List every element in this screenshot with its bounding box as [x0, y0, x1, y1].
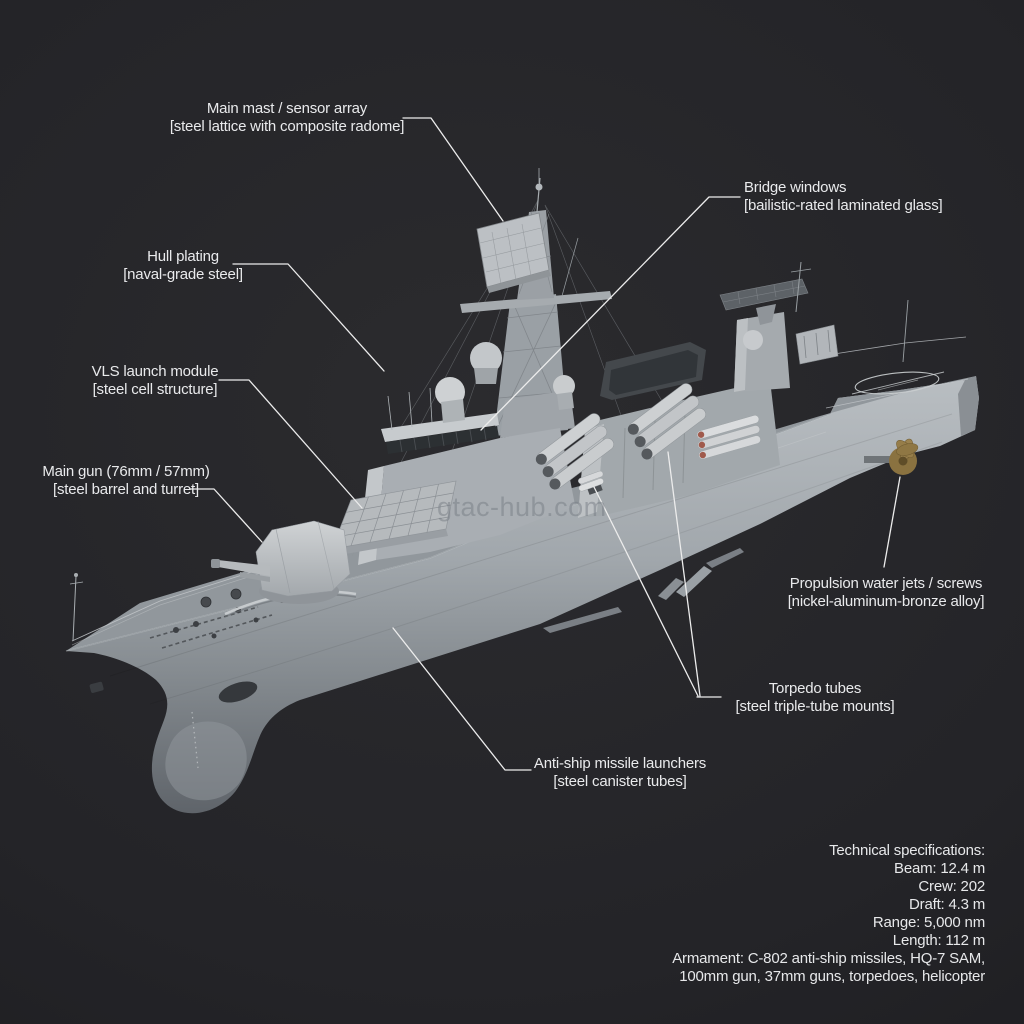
hull-side	[66, 376, 979, 814]
watermark: gtac-hub.com	[437, 492, 607, 522]
jackstaff	[69, 573, 84, 642]
bridge-window-mullions	[399, 427, 487, 453]
stabilizer-fin	[676, 566, 712, 597]
turret-facet	[275, 528, 291, 594]
callout-title: Bridge windows	[744, 179, 847, 196]
radar-panel	[476, 212, 551, 293]
leader-lines	[189, 117, 901, 771]
satcom-dome	[435, 377, 465, 407]
gun-muzzle	[211, 559, 220, 568]
leader-vls	[218, 379, 363, 509]
technical-specifications: Technical specifications: Beam: 12.4 m C…	[672, 842, 985, 986]
callout-anti-ship-missiles: Anti-ship missile launchers [steel canis…	[534, 755, 706, 790]
missile-launcher-bank-aft	[627, 383, 706, 460]
callout-title: Torpedo tubes	[768, 680, 862, 697]
satcom-aft-pedestal	[557, 392, 574, 410]
satcom-pedestal	[441, 399, 465, 423]
hull	[66, 376, 979, 814]
roof-antennas	[387, 387, 433, 431]
spec-armament-line1: Armament: C-802 anti-ship missiles, HQ-7…	[672, 950, 985, 967]
leader-hull-plating	[232, 263, 385, 372]
underwater-appendages	[543, 438, 919, 633]
vls-module	[331, 480, 457, 556]
aft-superstructure	[719, 261, 909, 392]
callout-title: Main gun (76mm / 57mm)	[42, 463, 210, 480]
callout-title: Main mast / sensor array	[206, 100, 368, 117]
torpedo-tubes-far	[696, 415, 761, 460]
spec-range: Range: 5,000 nm	[872, 914, 985, 931]
spec-length: Length: 112 m	[892, 932, 985, 949]
ecm-dome	[470, 342, 502, 374]
callout-subtitle: [steel cell structure]	[92, 380, 218, 398]
bow-anchor	[89, 681, 104, 693]
funnel-cap	[609, 350, 698, 395]
anchor	[218, 681, 258, 703]
spec-crew: Crew: 202	[918, 878, 985, 895]
callout-title: Hull plating	[147, 248, 219, 265]
leader-main-gun	[189, 488, 263, 543]
leader-main-mast	[402, 117, 504, 222]
gun-barrel	[218, 560, 270, 576]
satcom-dome-aft	[553, 375, 575, 397]
callout-hull-plating: Hull plating [naval-grade steel]	[123, 248, 243, 283]
callout-main-gun: Main gun (76mm / 57mm) [steel barrel and…	[42, 463, 210, 498]
mast-platform	[460, 291, 612, 313]
midship-block	[578, 380, 780, 518]
bulbous-bow-highlight	[165, 721, 247, 801]
mast-step-block	[500, 390, 575, 438]
callout-torpedo-tubes: Torpedo tubes [steel triple-tube mounts]	[735, 680, 894, 715]
stern-staff	[902, 299, 909, 363]
missile-launcher-bank-forward	[535, 413, 614, 490]
gun-turret	[255, 520, 351, 597]
helipad	[851, 371, 945, 395]
callout-vls: VLS launch module [steel cell structure]	[92, 363, 219, 398]
aft-bilge-keel	[706, 548, 744, 568]
air-search-radar	[719, 278, 809, 325]
specs-heading: Technical specifications:	[829, 842, 985, 859]
callout-main-mast: Main mast / sensor array [steel lattice …	[169, 100, 405, 135]
callout-bridge-windows: Bridge windows [bailistic-rated laminate…	[744, 179, 943, 214]
bilge-keel	[543, 607, 622, 633]
mast-top-pole	[536, 177, 541, 213]
leader-bridge-windows	[480, 196, 741, 431]
callout-propulsion: Propulsion water jets / screws [nickel-a…	[788, 575, 985, 610]
vls-cell-lines	[336, 484, 454, 546]
spec-draft: Draft: 4.3 m	[909, 896, 985, 913]
gun-recoil-cylinder	[240, 572, 270, 582]
vls-front-edge	[332, 529, 448, 556]
midship-superstructure	[578, 342, 780, 518]
callout-subtitle: [bailistic-rated laminated glass]	[744, 196, 943, 214]
leader-anti-ship-missiles	[392, 627, 532, 771]
turret-facet-2	[317, 520, 335, 590]
hull-seam-2	[149, 441, 943, 705]
callout-subtitle: [steel triple-tube mounts]	[735, 697, 895, 715]
leader-propulsion	[883, 476, 901, 568]
aft-dome	[743, 330, 763, 350]
sam-launcher-cells	[803, 329, 831, 359]
stern-transom	[958, 376, 979, 436]
bridge-roof	[381, 413, 499, 442]
mast-whip-antenna	[561, 237, 579, 297]
propeller-shaft	[864, 456, 896, 463]
callout-subtitle: [naval-grade steel]	[123, 265, 243, 283]
callout-subtitle: [nickel-aluminum-bronze alloy]	[787, 592, 985, 610]
leader-torpedo-b	[667, 451, 701, 697]
callout-title: Propulsion water jets / screws	[789, 575, 983, 592]
propeller	[889, 438, 919, 475]
aft-mast-yard	[790, 268, 812, 273]
callout-subtitle: [steel lattice with composite radome]	[169, 117, 405, 135]
main-gun	[211, 520, 351, 604]
mast-top-ball	[535, 183, 543, 191]
spec-armament-line2: 100mm gun, 37mm guns, torpedoes, helicop…	[679, 968, 985, 985]
callout-subtitle: [steel barrel and turret]	[53, 480, 199, 498]
callout-title: Anti-ship missile launchers	[533, 755, 707, 772]
capstans	[200, 588, 242, 608]
ecm-dome-pedestal	[474, 368, 498, 384]
leader-torpedo-a	[593, 486, 699, 697]
callout-subtitle: [steel canister tubes]	[553, 772, 687, 790]
stabilizer-fin-base	[658, 578, 684, 600]
callout-title: VLS launch module	[91, 363, 219, 380]
spec-beam: Beam: 12.4 m	[894, 860, 985, 877]
